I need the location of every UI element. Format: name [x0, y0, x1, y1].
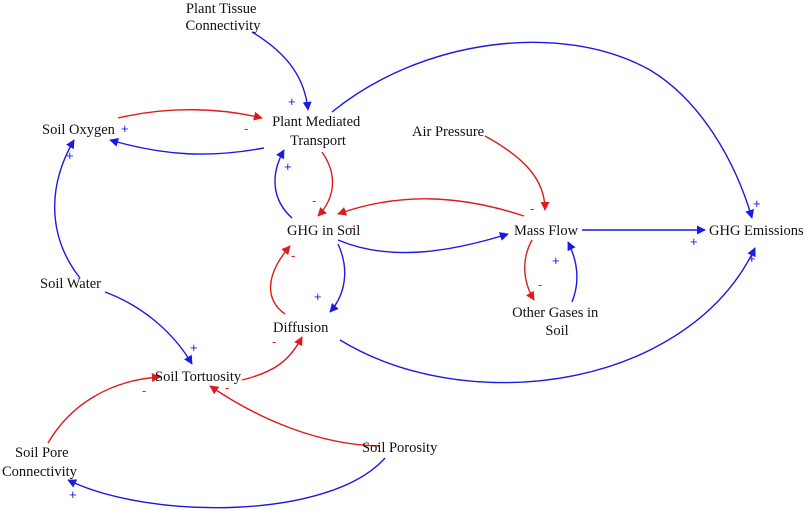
link-ghg-to-diffusion [329, 243, 346, 313]
sign-oxygen-to-pmt: - [244, 121, 248, 136]
node-label-line: Soil [545, 323, 568, 339]
node-soil-pore-connectivity: Soil Pore Connectivity [2, 445, 78, 480]
sign-othergases-to-massflow: + [552, 253, 560, 268]
node-soil-water: Soil Water [40, 276, 101, 292]
node-plant-tissue-connectivity: Plant Tissue Connectivity [186, 1, 262, 34]
node-soil-porosity: Soil Porosity [362, 440, 438, 456]
sign-tissue-to-pmt: + [288, 94, 296, 109]
sign-pmt-to-oxygen: + [121, 121, 129, 136]
node-air-pressure: Air Pressure [412, 124, 484, 140]
link-diffusion-to-ghg [269, 245, 291, 315]
node-label-line: Air Pressure [412, 124, 484, 140]
link-massflow-to-ghg [337, 198, 525, 217]
link-porosity-to-pore [67, 457, 386, 509]
link-air-to-massflow [484, 135, 550, 211]
link-pmt-to-ghg [317, 151, 334, 217]
node-label-line: Soil Oxygen [42, 122, 116, 138]
sign-water-to-tortuosity: + [190, 340, 198, 355]
node-label-line: GHG Emissions [709, 223, 804, 239]
node-ghg-emissions: GHG Emissions [709, 223, 804, 239]
node-label-line: Soil Tortuosity [155, 369, 242, 385]
sign-water-to-oxygen: + [66, 148, 74, 163]
link-porosity-to-tortuosity [209, 385, 381, 447]
sign-pore-to-tortuosity: - [142, 383, 146, 398]
node-label-line: GHG in Soil [287, 223, 360, 239]
node-diffusion: Diffusion [273, 320, 329, 336]
node-label-line: Mass Flow [514, 223, 579, 239]
sign-diffusion-to-ghg: - [291, 248, 295, 263]
sign-pmt-to-ghg: - [312, 193, 316, 208]
node-label-line: Transport [290, 133, 346, 149]
link-massflow-to-othergases [524, 239, 535, 301]
link-tissue-to-pmt [251, 31, 312, 111]
node-plant-mediated-transport: Plant Mediated Transport [272, 114, 364, 149]
sign-massflow-to-ghg: - [350, 220, 354, 235]
sign-diffusion-to-emissions: + [748, 251, 756, 266]
link-water-to-tortuosity [104, 291, 193, 365]
node-label-line: Connectivity [2, 464, 78, 480]
link-pmt-to-oxygen [109, 137, 265, 155]
node-soil-oxygen: Soil Oxygen [42, 122, 116, 138]
sign-pmt-to-emissions: + [753, 196, 761, 211]
node-label-line: Other Gases in [512, 305, 599, 321]
sign-air-to-massflow: - [530, 201, 534, 216]
node-soil-tortuosity: Soil Tortuosity [155, 369, 242, 385]
node-label-line: Connectivity [186, 18, 262, 34]
node-ghg-in-soil: GHG in Soil [287, 223, 360, 239]
node-label-line: Soil Pore [15, 445, 69, 461]
link-oxygen-to-pmt [117, 109, 263, 121]
link-othergases-to-massflow [567, 241, 578, 303]
sign-porosity-to-pore: + [69, 487, 77, 502]
sign-ghg-to-pmt: + [284, 159, 292, 174]
link-ghg-to-massflow [337, 232, 509, 254]
sign-massflow-to-emissions: + [690, 234, 698, 249]
sign-massflow-to-othergases: - [538, 277, 542, 292]
node-label-line: Soil Porosity [362, 440, 438, 456]
link-pmt-to-emissions [331, 41, 755, 219]
link-pore-to-tortuosity [47, 372, 161, 444]
link-tortuosity-to-diffusion [241, 336, 303, 381]
link-diffusion-to-emissions [339, 247, 756, 384]
node-mass-flow: Mass Flow [514, 223, 579, 239]
sign-ghg-to-massflow: + [500, 228, 508, 243]
link-ghg-to-pmt [274, 149, 293, 219]
sign-porosity-to-tortuosity: - [225, 380, 229, 395]
node-other-gases-in-soil: Other Gases in Soil [512, 305, 602, 339]
node-label-line: Plant Mediated [272, 114, 361, 130]
link-water-to-oxygen [53, 139, 81, 279]
sign-ghg-to-diffusion: + [314, 289, 322, 304]
node-label-line: Plant Tissue [186, 1, 257, 17]
sign-tortuosity-to-diffusion: - [272, 334, 276, 349]
node-label-line: Diffusion [273, 320, 329, 336]
node-label-line: Soil Water [40, 276, 101, 292]
